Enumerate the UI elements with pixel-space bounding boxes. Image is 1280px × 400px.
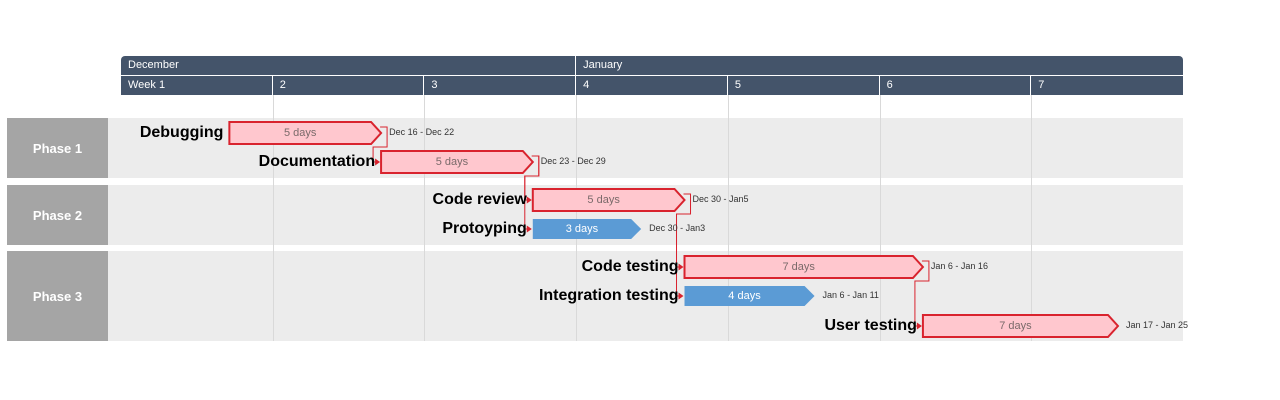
task-dates-documentation: Dec 23 - Dec 29 bbox=[540, 156, 606, 166]
task-duration-code-review: 5 days bbox=[587, 194, 620, 206]
task-bar-integration-testing bbox=[684, 286, 815, 306]
task-name-integration-testing: Integration testing bbox=[538, 287, 679, 304]
week-header-7: 7 bbox=[1031, 76, 1183, 95]
dependency-link bbox=[676, 193, 692, 297]
phase-label-1: Phase 1 bbox=[7, 118, 108, 178]
month-header-december: December bbox=[121, 56, 576, 75]
task-name-protoyping: Protoyping bbox=[442, 220, 527, 237]
week-header-5: 5 bbox=[727, 76, 879, 95]
phase-label-2: Phase 2 bbox=[7, 185, 108, 245]
month-header-january: January bbox=[576, 56, 1183, 75]
dependency-arrowhead bbox=[678, 263, 684, 271]
task-dates-protoyping: Dec 30 - Jan3 bbox=[649, 223, 706, 233]
task-bar-code-review bbox=[531, 188, 686, 212]
task-dates-integration-testing: Jan 6 - Jan 11 bbox=[822, 290, 879, 300]
task-duration-user-testing: 7 days bbox=[999, 320, 1032, 332]
task-bar-documentation bbox=[380, 150, 535, 174]
task-dates-code-testing: Jan 6 - Jan 16 bbox=[930, 261, 988, 271]
week-header-1: Week 1 bbox=[121, 76, 272, 95]
task-name-debugging: Debugging bbox=[139, 124, 224, 141]
task-name-code-review: Code review bbox=[432, 191, 527, 208]
task-name-code-testing: Code testing bbox=[581, 258, 679, 275]
task-bar-code-testing bbox=[683, 255, 925, 279]
dependency-arrowhead bbox=[526, 196, 532, 204]
week-gridline bbox=[728, 95, 729, 341]
task-duration-debugging: 5 days bbox=[284, 127, 317, 139]
task-duration-code-testing: 7 days bbox=[782, 261, 815, 273]
task-dates-code-review: Dec 30 - Jan5 bbox=[692, 194, 749, 204]
dependency-link bbox=[372, 126, 388, 163]
task-duration-documentation: 5 days bbox=[435, 156, 469, 168]
dependency-arrowhead bbox=[526, 225, 532, 233]
task-bar-protoyping bbox=[532, 219, 642, 239]
week-header-3: 3 bbox=[424, 76, 576, 95]
week-header-6: 6 bbox=[879, 76, 1031, 95]
task-dates-user-testing: Jan 17 - Jan 25 bbox=[1125, 320, 1189, 330]
week-header-2: 2 bbox=[272, 76, 424, 95]
dependency-link bbox=[524, 155, 540, 230]
dependency-link bbox=[914, 260, 930, 327]
dependency-arrowhead bbox=[375, 158, 381, 166]
task-bar-user-testing bbox=[921, 314, 1120, 338]
week-gridline bbox=[273, 95, 274, 341]
week-gridline bbox=[880, 95, 881, 341]
phase-label-3: Phase 3 bbox=[7, 251, 108, 341]
task-name-documentation: Documentation bbox=[258, 153, 376, 170]
dependency-arrowhead bbox=[678, 292, 684, 300]
task-dates-debugging: Dec 16 - Dec 22 bbox=[389, 127, 455, 137]
dependency-arrowhead bbox=[916, 322, 922, 330]
task-name-user-testing: User testing bbox=[824, 317, 917, 334]
week-gridline bbox=[424, 95, 425, 341]
week-gridline bbox=[1031, 95, 1032, 341]
week-gridline bbox=[576, 95, 577, 341]
task-duration-integration-testing: 4 days bbox=[728, 290, 761, 302]
task-bar-debugging bbox=[228, 121, 383, 145]
task-duration-protoyping: 3 days bbox=[565, 223, 599, 235]
week-header-4: 4 bbox=[576, 76, 727, 95]
